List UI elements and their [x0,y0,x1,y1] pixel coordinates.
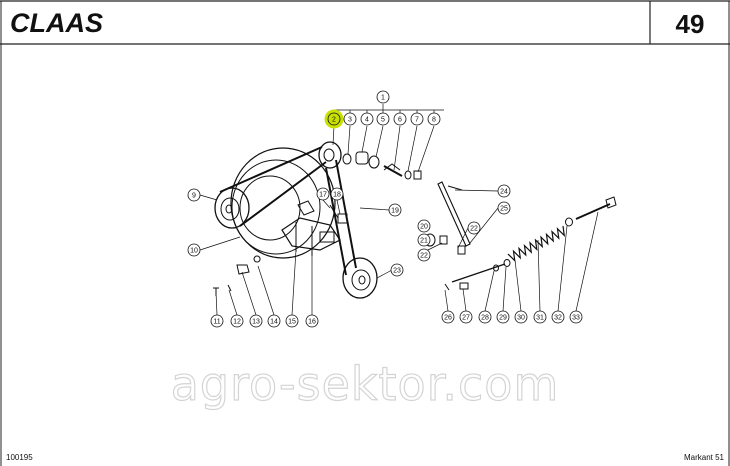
callout-21: 21 [417,233,431,247]
callout-19: 19 [388,203,402,217]
callout-number: 24 [500,189,508,196]
callout-number: 18 [333,192,341,199]
callout-7: 7 [410,112,424,126]
callout-26: 26 [441,310,455,324]
callout-16: 16 [305,314,319,328]
callout-22: 22 [417,248,431,262]
callout-31: 31 [533,310,547,324]
callout-number: 22 [470,226,478,233]
callout-2: 2 [324,109,344,129]
callout-number: 7 [415,117,419,124]
callout-20: 20 [417,219,431,233]
callout-number: 6 [398,117,402,124]
callout-23: 23 [390,263,404,277]
callout-number: 29 [499,315,507,322]
callout-number: 15 [288,319,296,326]
callout-5: 5 [376,112,390,126]
callout-6: 6 [393,112,407,126]
callout-24: 24 [497,184,511,198]
callout-number: 17 [319,192,327,199]
callout-number: 10 [190,248,198,255]
page-number: 49 [676,9,705,39]
callout-number: 19 [391,208,399,215]
watermark: agro-sektor.com [171,357,560,411]
callout-number: 4 [365,117,369,124]
callout-number: 25 [500,206,508,213]
callout-number: 3 [348,117,352,124]
callout-10: 10 [187,243,201,257]
callout-11: 11 [210,314,224,328]
callout-17: 17 [316,187,330,201]
callout-33: 33 [569,310,583,324]
model-label: Markant 51 [684,453,725,462]
callout-4: 4 [360,112,374,126]
callout-22: 22 [467,221,481,235]
callout-number: 2 [332,117,336,124]
callout-12: 12 [230,314,244,328]
callout-number: 12 [233,319,241,326]
callout-number: 14 [270,319,278,326]
callout-15: 15 [285,314,299,328]
callout-number: 11 [213,319,220,326]
callout-32: 32 [551,310,565,324]
callout-number: 32 [554,315,562,322]
callout-9: 9 [187,188,201,202]
callout-number: 31 [536,315,544,322]
callout-number: 20 [420,224,428,231]
callout-number: 28 [481,315,489,322]
mechanism-drawing [213,141,617,299]
callout-27: 27 [459,310,473,324]
callout-number: 26 [444,315,452,322]
brand-logo: CLAAS [10,8,103,38]
callout-number: 9 [192,193,196,200]
callout-29: 29 [496,310,510,324]
callout-3: 3 [343,112,357,126]
callout-number: 23 [393,268,401,275]
callout-8: 8 [427,112,441,126]
callout-1: 1 [376,90,390,104]
drawing-number: 100195 [6,453,33,462]
callout-number: 5 [381,117,385,124]
callout-number: 22 [420,253,428,260]
callout-number: 1 [381,95,385,102]
callout-13: 13 [249,314,263,328]
callout-number: 30 [517,315,525,322]
callout-number: 8 [432,117,436,124]
callout-18: 18 [330,187,344,201]
callout-28: 28 [478,310,492,324]
callout-number: 13 [252,319,260,326]
callout-number: 33 [572,315,580,322]
callout-number: 27 [462,315,470,322]
callout-30: 30 [514,310,528,324]
callout-25: 25 [497,201,511,215]
callout-number: 16 [308,319,316,326]
callout-number: 21 [420,238,428,245]
callout-14: 14 [267,314,281,328]
